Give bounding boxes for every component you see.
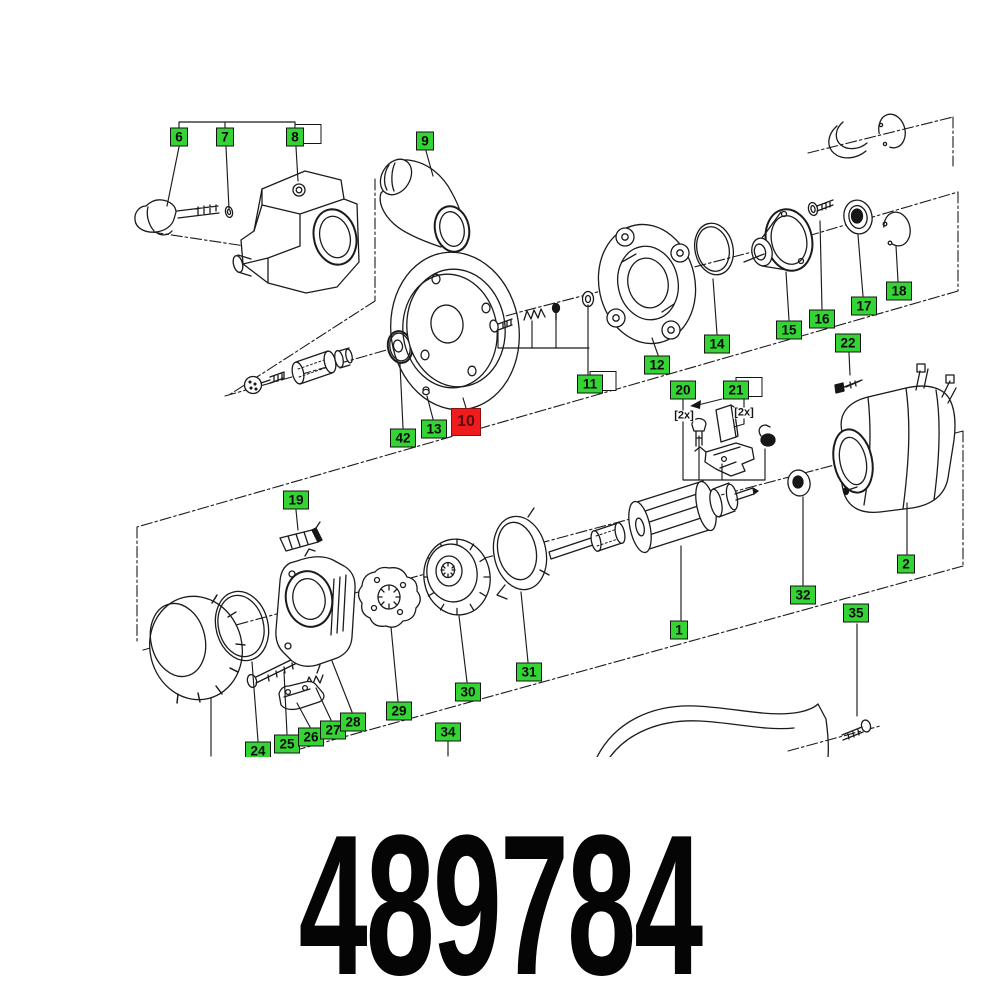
part-ball-screw bbox=[243, 371, 285, 395]
part-brush-holder bbox=[694, 442, 755, 477]
part-flange-15 bbox=[743, 208, 814, 272]
part-label-25[interactable]: 25 bbox=[274, 734, 300, 754]
part-bearing-17 bbox=[843, 199, 873, 235]
part-label-2[interactable]: 2 bbox=[897, 554, 915, 574]
part-label-32[interactable]: 32 bbox=[790, 585, 816, 605]
part-stator-2 bbox=[832, 363, 957, 514]
part-label-19[interactable]: 19 bbox=[283, 490, 309, 510]
part-label-14[interactable]: 14 bbox=[704, 334, 730, 354]
part-elbow-9 bbox=[379, 158, 471, 253]
part-armature-1 bbox=[548, 480, 759, 560]
part-label-31[interactable]: 31 bbox=[516, 662, 542, 682]
leader-lines bbox=[166, 121, 908, 757]
part-label-9[interactable]: 9 bbox=[416, 131, 434, 151]
part-label-6[interactable]: 6 bbox=[170, 127, 188, 147]
part-lever-26 bbox=[278, 680, 325, 711]
part-spline-shaft bbox=[291, 347, 353, 385]
part-number: 489784 bbox=[298, 794, 703, 1000]
part-label-30[interactable]: 30 bbox=[455, 682, 481, 702]
quantity-annotation: [2x] bbox=[673, 409, 695, 422]
part-label-26[interactable]: 26 bbox=[298, 727, 324, 747]
part-label-18[interactable]: 18 bbox=[886, 281, 912, 301]
part-gear-30 bbox=[423, 538, 491, 616]
diagram-art bbox=[134, 113, 964, 757]
part-label-22[interactable]: 22 bbox=[835, 333, 861, 353]
part-housing-8 bbox=[232, 170, 360, 294]
part-label-28[interactable]: 28 bbox=[340, 712, 366, 732]
part-bearing-plate-12 bbox=[597, 223, 697, 345]
part-label-21[interactable]: 21 bbox=[723, 380, 749, 400]
part-washer-7 bbox=[224, 205, 234, 219]
part-label-20[interactable]: 20 bbox=[670, 380, 696, 400]
part-screw-35 bbox=[841, 719, 872, 741]
part-label-35[interactable]: 35 bbox=[843, 603, 869, 623]
part-label-29[interactable]: 29 bbox=[386, 701, 412, 721]
part-screw-16 bbox=[807, 199, 834, 217]
part-o-ring-14 bbox=[693, 222, 735, 276]
part-label-16[interactable]: 16 bbox=[809, 309, 835, 329]
part-label-10[interactable]: 10 bbox=[451, 408, 481, 436]
part-cover-34 bbox=[596, 703, 830, 757]
part-connector-19 bbox=[279, 521, 323, 552]
part-label-12[interactable]: 12 bbox=[644, 355, 670, 375]
part-label-15[interactable]: 15 bbox=[776, 320, 802, 340]
part-label-17[interactable]: 17 bbox=[851, 296, 877, 316]
part-pin-13 bbox=[422, 386, 430, 396]
part-screw-25 bbox=[246, 655, 300, 689]
part-coil bbox=[758, 424, 776, 447]
part-washer-42 bbox=[386, 330, 414, 364]
part-snap-ring-18 bbox=[882, 211, 911, 247]
part-label-24[interactable]: 24 bbox=[245, 741, 271, 757]
part-bearing-32 bbox=[787, 469, 811, 497]
part-screw-22 bbox=[834, 379, 863, 394]
part-corner-c-ring bbox=[878, 113, 906, 149]
part-label-11[interactable]: 11 bbox=[577, 374, 603, 394]
part-spring-27 bbox=[305, 674, 324, 686]
part-label-7[interactable]: 7 bbox=[216, 127, 234, 147]
part-clutch-housing-28 bbox=[275, 548, 356, 674]
part-corner-washer bbox=[828, 121, 868, 159]
part-brush-cap-20 bbox=[691, 417, 707, 447]
part-label-13[interactable]: 13 bbox=[421, 419, 447, 439]
part-retaining-ring-31 bbox=[492, 507, 550, 600]
part-label-8[interactable]: 8 bbox=[286, 127, 304, 147]
part-knob-6 bbox=[134, 199, 220, 236]
part-label-34[interactable]: 34 bbox=[435, 722, 461, 742]
part-label-1[interactable]: 1 bbox=[670, 620, 688, 640]
part-knurled-ring-24 bbox=[148, 594, 246, 704]
part-o-ring-lower bbox=[214, 590, 270, 662]
part-label-42[interactable]: 42 bbox=[390, 428, 416, 448]
part-carbon-brush-21 bbox=[715, 404, 739, 443]
part-clutch-disc-29 bbox=[357, 566, 421, 628]
quantity-annotation: [2x] bbox=[733, 406, 755, 419]
